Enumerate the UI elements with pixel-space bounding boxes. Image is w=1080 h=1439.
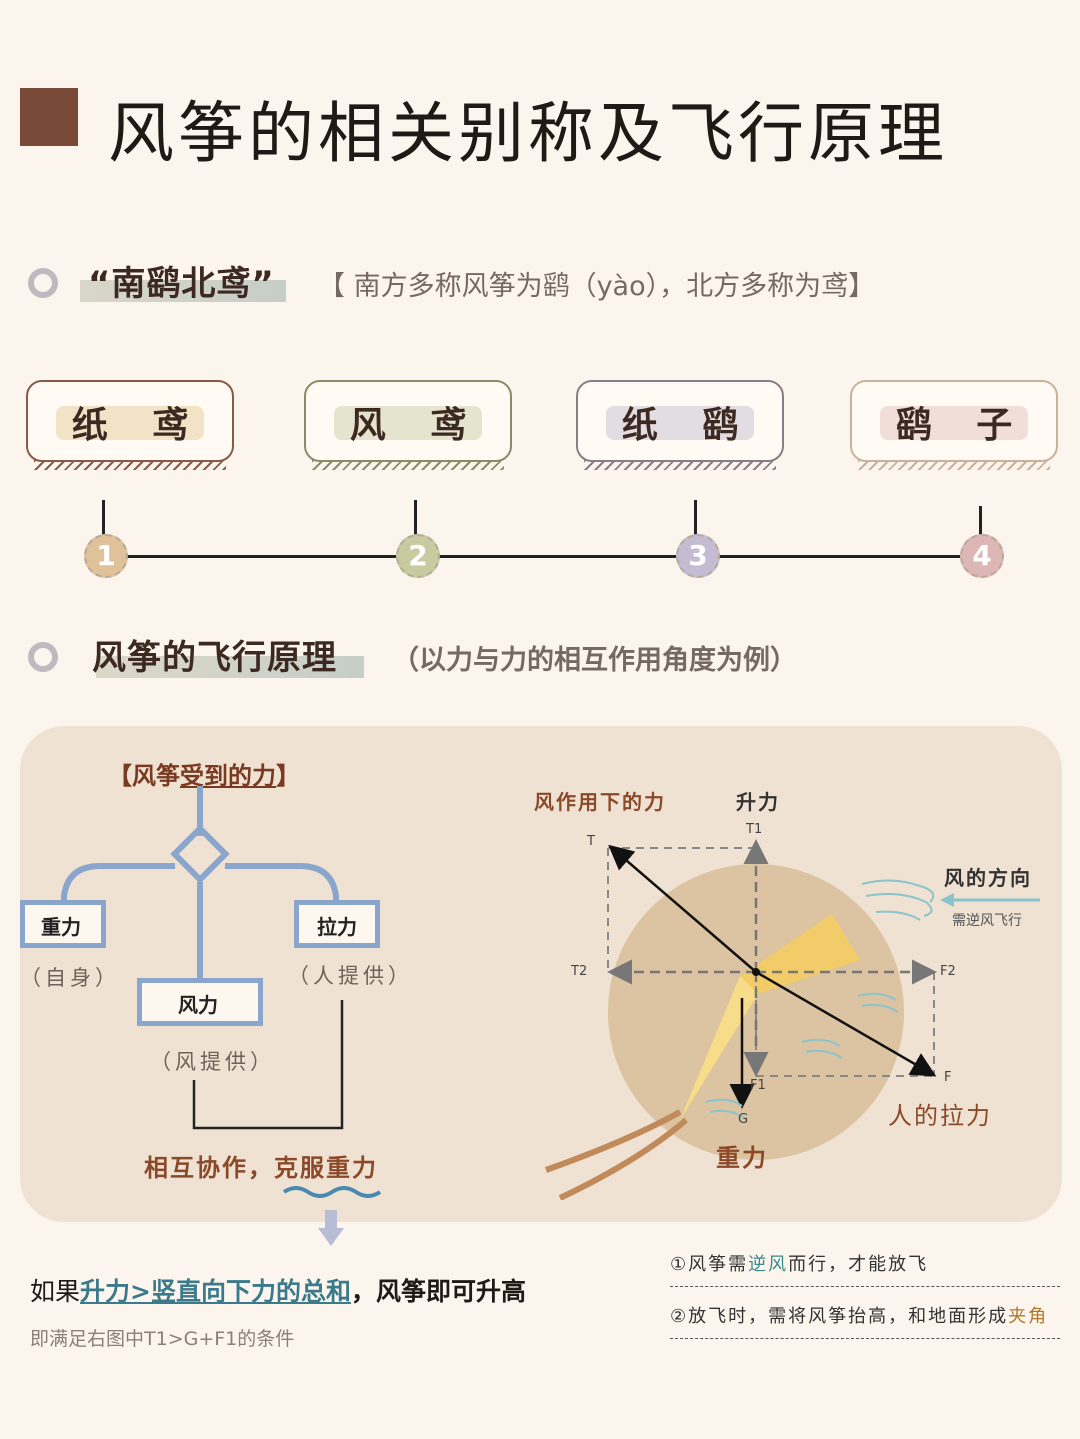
tip-divider-1 [670, 1286, 1060, 1287]
section2-note: （以力与力的相互作用角度为例） [392, 645, 797, 676]
force-tree-connectors [61, 786, 344, 1130]
vector-F1-label: F1 [750, 1078, 766, 1093]
forces-title: 【风筝受到的力】 [108, 762, 300, 790]
name-card-4: 鹞 子 [850, 380, 1058, 470]
name-card-4-label: 鹞 子 [895, 405, 1029, 446]
section1-ring-icon [28, 268, 58, 298]
timeline-stem-4 [979, 506, 982, 542]
gravity-label: 重力 [716, 1144, 768, 1172]
timeline-stem-1 [102, 500, 105, 536]
timeline-stem-2 [414, 500, 417, 536]
pull-note: （人提供） [288, 964, 413, 988]
wave-decoration [282, 1186, 382, 1198]
name-card-2: 风 鸢 [304, 380, 512, 470]
condition-text: 即满足右图中T1>G+F1的条件 [30, 1328, 295, 1350]
name-card-4-hatch [858, 460, 1050, 470]
name-card-3: 纸 鹞 [576, 380, 784, 470]
kite-force-diagram [544, 839, 1040, 1200]
vector-F2-label: F2 [940, 964, 956, 979]
vector-T-label: T [587, 834, 595, 849]
name-card-1: 纸 鸢 [26, 380, 234, 470]
section2-title-strip [96, 656, 364, 678]
name-card-3-hatch [584, 460, 776, 470]
page-title: 风筝的相关别称及飞行原理 [108, 95, 948, 172]
down-arrow-icon [318, 1210, 344, 1246]
timeline-node-1: 1 [84, 534, 128, 578]
vector-G-label: G [738, 1112, 749, 1127]
name-card-3-highlight [606, 406, 754, 440]
vector-F-label: F [944, 1070, 952, 1085]
title-marker [20, 88, 78, 146]
wind-note: （风提供） [150, 1050, 275, 1074]
gravity-note: （自身） [20, 966, 120, 990]
timeline-node-3: 3 [676, 534, 720, 578]
tip-1: ①风筝需逆风而行，才能放飞 [670, 1254, 929, 1275]
human-pull-label: 人的拉力 [888, 1102, 992, 1130]
vector-T2-label: T2 [571, 964, 588, 979]
timeline-node-2: 2 [396, 534, 440, 578]
timeline-node-4: 4 [960, 534, 1004, 578]
section1-note: 【 南方多称风筝为鹞（yào），北方多称为鸢】 [318, 271, 876, 302]
name-card-1-highlight [56, 406, 204, 440]
name-card-1-hatch [34, 460, 226, 470]
name-card-2-highlight [334, 406, 482, 440]
cooperate-label: 相互协作，克服重力 [144, 1154, 378, 1182]
vector-T1-label: T1 [746, 822, 763, 837]
wind-direction-note: 需逆风飞行 [952, 913, 1022, 929]
section1-title: “南鹞北鸢” [88, 264, 275, 304]
gravity-box: 重力 [20, 900, 106, 948]
name-card-2-label: 风 鸢 [349, 405, 483, 446]
wind-direction-label: 风的方向 [944, 866, 1032, 890]
tip-2: ②放飞时，需将风筝抬高，和地面形成夹角 [670, 1306, 1049, 1327]
wind-forces-label: 风作用下的力 [534, 790, 666, 814]
lift-label: 升力 [736, 790, 780, 814]
section1-title-strip [80, 280, 286, 302]
section2-title: 风筝的飞行原理 [92, 638, 337, 678]
name-card-2-hatch [312, 460, 504, 470]
wind-box: 风力 [137, 978, 263, 1026]
timeline-line [104, 555, 982, 558]
tip-divider-2 [670, 1338, 1060, 1339]
name-card-1-label: 纸 鸢 [71, 405, 205, 446]
conclusion-text: 如果升力>竖直向下力的总和，风筝即可升高 [30, 1277, 526, 1306]
name-card-3-label: 纸 鹞 [621, 405, 755, 446]
section2-ring-icon [28, 642, 58, 672]
name-card-4-highlight [880, 406, 1028, 440]
pull-box: 拉力 [294, 900, 380, 948]
timeline-stem-3 [694, 500, 697, 536]
